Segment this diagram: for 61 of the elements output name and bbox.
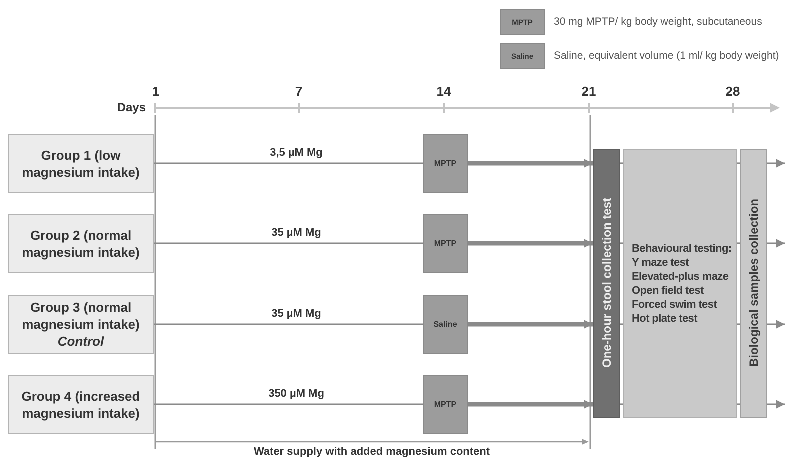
connector-line [154,404,423,406]
edge-label: 3,5 µM Mg [268,146,325,160]
group-label: Group 2 (normal magnesium intake) [21,226,141,260]
group-box [8,134,154,193]
testing-box [623,149,737,418]
arrow [767,320,785,329]
test-item: Open field test [632,284,704,298]
injection-box [423,134,468,193]
injection-box [423,214,468,273]
group-label: Group 4 (increased magnesium intake) [20,388,142,422]
edge-label: 35 µM Mg [270,226,324,240]
test-item: Y maze test [632,256,690,270]
injection-box [423,375,468,434]
arrow [767,159,785,168]
tick-label: 7 [295,84,303,100]
group-box [8,295,154,354]
injection-box [423,295,468,354]
connector-line [154,242,423,244]
tick-label: 28 [726,84,740,100]
test-item: Hot plate test [632,312,698,326]
test-item: Forced swim test [632,298,718,312]
axis-label: Days [117,100,146,116]
injection-label: MPTP [434,238,457,248]
group-box [8,214,154,273]
connector-line [737,404,740,406]
testing-heading: Behavioural testing: [632,242,732,256]
legend-text: Saline, equivalent volume (1 ml/ kg body weight) [554,50,780,62]
group-note: Control [58,333,104,350]
connector-line [620,324,623,326]
arrow [468,320,593,329]
connector-line [737,324,740,326]
group-box [8,375,154,434]
tick-label: 1 [152,84,160,100]
sampling-bar [740,149,767,418]
bar-label: One-hour stool collection test [600,198,614,368]
edge-label: 35 µM Mg [270,308,324,320]
test-item: Elevated-plus maze [632,270,729,284]
injection-label: Saline [434,320,458,330]
bar-label: Biological samples collection [746,199,760,368]
connector-line [737,162,740,164]
connector-line [154,324,423,326]
connector-line [737,242,740,244]
stool-test-bar [593,149,620,418]
connector-line [154,162,423,164]
arrow [468,239,593,248]
arrow [468,400,593,409]
injection-label: MPTP [434,158,457,168]
arrow [767,239,785,248]
tick-label: 14 [436,84,452,100]
tick-label: 21 [582,84,596,100]
legend-text: 30 mg MPTP/ kg body weight, subcutaneous [554,16,762,28]
connector-line [620,162,623,164]
injection-label: MPTP [434,400,457,410]
arrow [767,400,785,409]
arrow [468,159,593,168]
connector-line [620,404,623,406]
group-label: Group 3 (normal magnesium intake) [21,299,141,333]
dimension-label: Water supply with added magnesium content [254,446,490,459]
connector-line [620,242,623,244]
edge-label: 350 µM Mg [266,388,326,400]
group-label: Group 1 (low magnesium intake) [21,146,141,180]
